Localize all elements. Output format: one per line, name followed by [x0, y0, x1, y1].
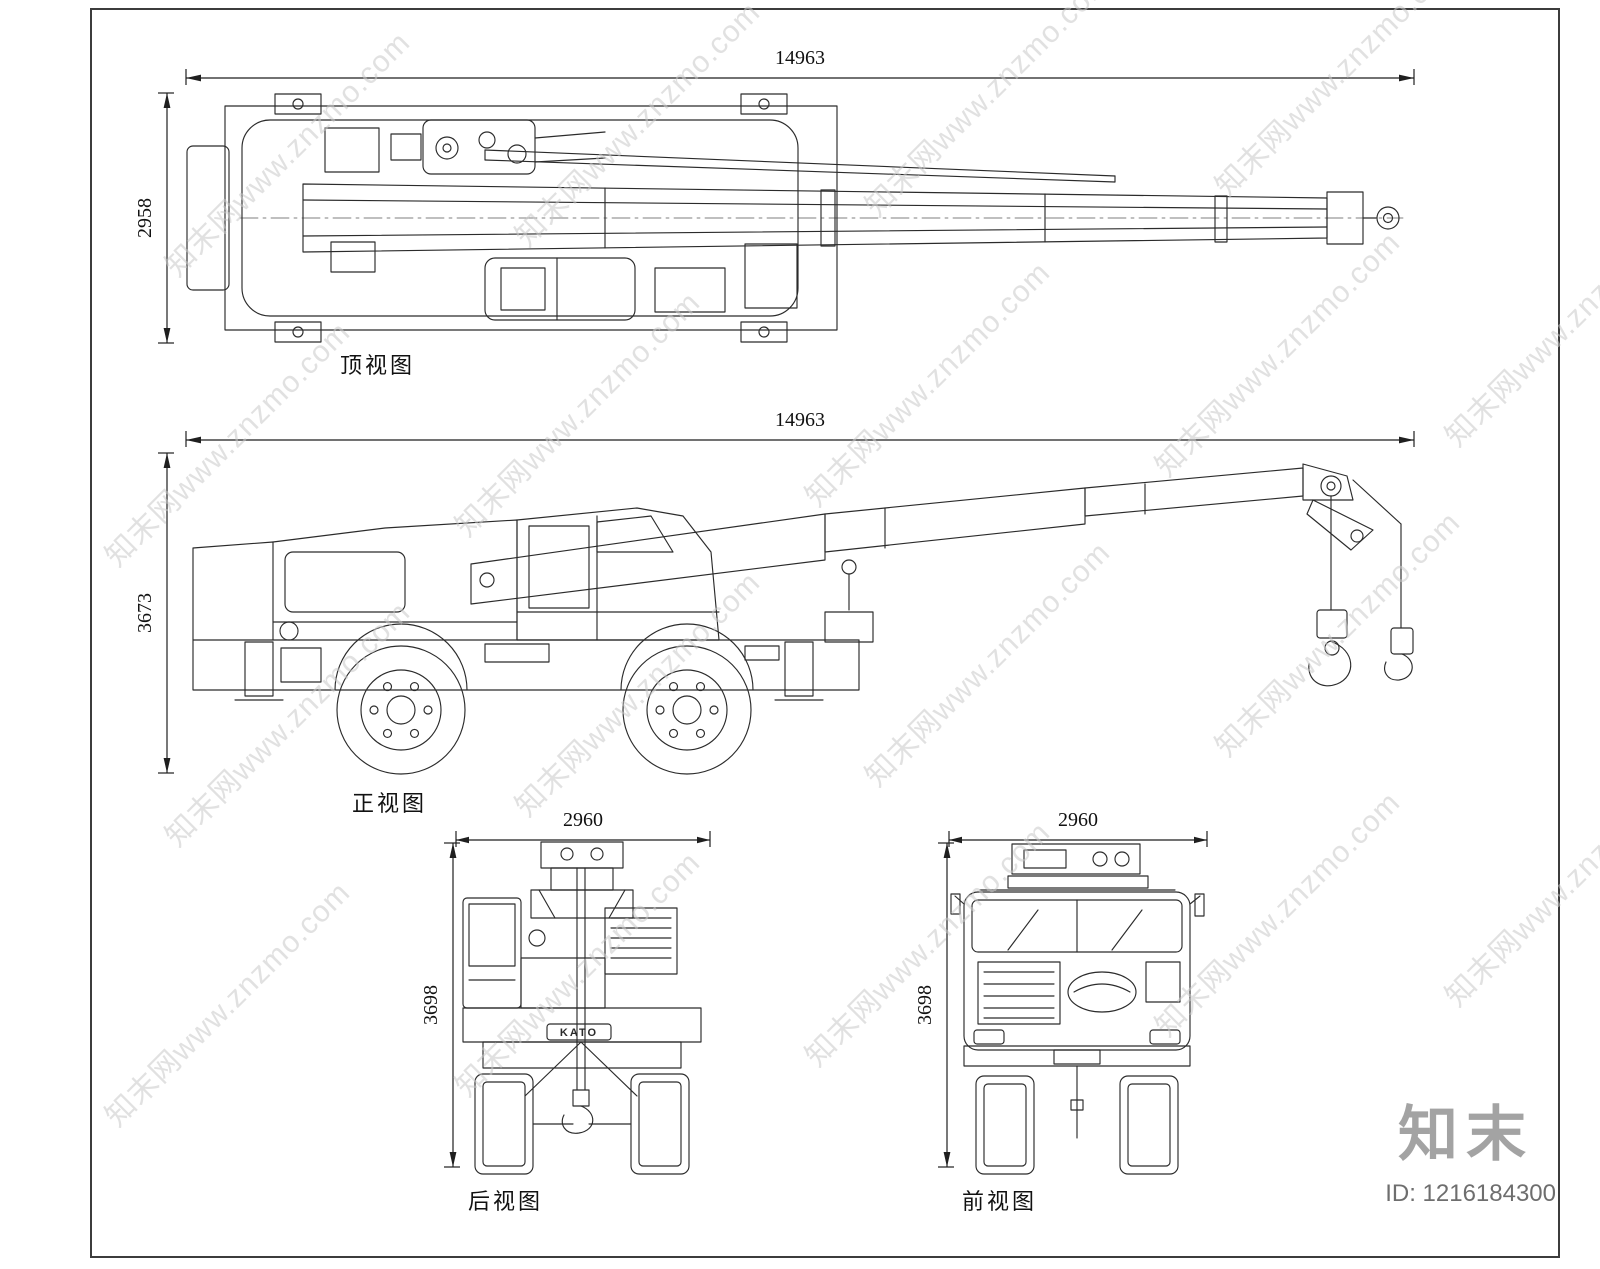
- dim-label-front-height: 3698: [914, 985, 936, 1025]
- dim-side-height: 3673: [134, 452, 174, 774]
- dim-label-rear-width: 2960: [563, 809, 603, 831]
- side-view-drawing: [192, 463, 1414, 775]
- rear-view-brand-mark: KATO: [560, 1027, 598, 1039]
- side-view-boom-head: [1302, 463, 1374, 551]
- dim-line-rear-width: [455, 831, 711, 847]
- dim-line-side-width: [185, 431, 1415, 447]
- top-view-drawing: [186, 93, 1404, 343]
- dim-label-rear-height: 3698: [420, 985, 442, 1025]
- dim-label-side-width: 14963: [775, 409, 825, 431]
- side-view-cab: [516, 507, 720, 641]
- rear-view-wheels: [474, 1073, 690, 1175]
- dim-line-front-height: [938, 842, 954, 1168]
- front-view-wheels: [975, 1075, 1179, 1175]
- dim-rear-width: 2960: [455, 810, 711, 847]
- front-view-boom-top: [979, 843, 1176, 891]
- dim-line-rear-height: [444, 842, 460, 1168]
- rear-view-drawing: KATO: [462, 841, 702, 1175]
- dim-front-width: 2960: [948, 810, 1208, 847]
- side-view-title: 正视图: [352, 791, 428, 816]
- dim-label-side-height: 3673: [134, 593, 156, 633]
- front-view-drawing: [950, 843, 1205, 1175]
- top-view-winch: [422, 119, 606, 175]
- top-view-title: 顶视图: [340, 353, 416, 378]
- dim-label-top-width: 14963: [775, 47, 825, 69]
- top-view-hook: [1326, 191, 1400, 245]
- front-view-body: [963, 891, 1191, 1067]
- side-view-carrier: [192, 559, 874, 701]
- rear-view-body: KATO: [462, 907, 702, 1069]
- dim-line-top-width: [185, 69, 1415, 85]
- side-view-wheels: [336, 645, 752, 775]
- dim-top-height: 2958: [134, 92, 174, 344]
- dim-front-height: 3698: [914, 842, 954, 1168]
- dim-rear-height: 3698: [420, 842, 460, 1168]
- dim-line-side-height: [158, 452, 174, 774]
- rear-view-boom-top: [530, 841, 634, 919]
- dim-label-front-width: 2960: [1058, 809, 1098, 831]
- side-view-boom: [470, 467, 1304, 605]
- side-view-hook: [1308, 479, 1414, 687]
- top-view-carrier: [186, 93, 1404, 343]
- front-view-hoist: [1070, 1065, 1084, 1139]
- rear-view-title: 后视图: [468, 1189, 544, 1214]
- dim-top-width: 14963: [185, 48, 1415, 85]
- site-logo: 知末: [1398, 1102, 1534, 1168]
- drawing-border: [90, 8, 1560, 1258]
- side-view-superstructure: [192, 519, 518, 641]
- top-view-jib: [484, 149, 1116, 183]
- rear-view-hoist: [524, 867, 638, 1134]
- rear-view-cab: [462, 897, 522, 1009]
- dim-label-top-height: 2958: [134, 198, 156, 238]
- page-id-label: ID: 1216184300: [1385, 1180, 1556, 1207]
- front-view-mirrors: [950, 893, 1205, 917]
- front-view-title: 前视图: [962, 1189, 1038, 1214]
- dim-line-top-height: [158, 92, 174, 344]
- dim-side-width: 14963: [185, 410, 1415, 447]
- dim-line-front-width: [948, 831, 1208, 847]
